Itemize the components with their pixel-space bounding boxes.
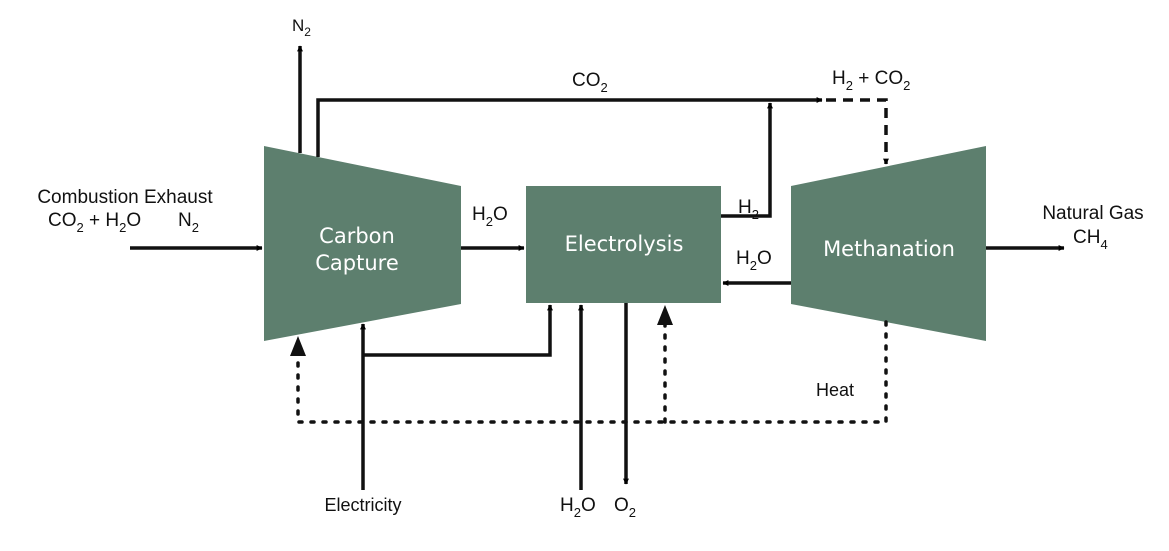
heat-to-electrolysis-arrowhead (657, 305, 673, 325)
heat-recovery-lines (290, 305, 888, 424)
h2-riser-arrow (721, 102, 773, 218)
h2o-mid-label: H2O (472, 204, 508, 229)
electricity-to-electrolysis-arrow (363, 304, 553, 357)
methanation-block (791, 146, 986, 341)
h2o-bottom-label: H2O (560, 495, 596, 520)
natural-gas-label: Natural Gas (1042, 203, 1143, 224)
methanation-label: Methanation (823, 237, 955, 261)
heat-label: Heat (816, 380, 854, 400)
electricity-label: Electricity (324, 495, 401, 515)
exhaust-n2-label: N2 (178, 210, 199, 235)
ch4-label: CH4 (1073, 227, 1108, 252)
h2-label: H2 (738, 197, 759, 222)
o2-bottom-label: O2 (614, 495, 636, 520)
electrolysis-label: Electrolysis (565, 232, 684, 256)
h2-co2-feed-line (826, 98, 889, 165)
carbon-capture-label-line1: Carbon (319, 224, 395, 248)
carbon-capture-block (264, 146, 461, 341)
flow-lines (130, 45, 1065, 490)
n2-label: N2 (292, 16, 311, 39)
h2o-return-label: H2O (736, 248, 772, 273)
co2-bypass-line (316, 97, 823, 157)
exhaust-co2-h2o-label: CO2 + H2O (48, 210, 141, 235)
electrolysis-block (526, 186, 721, 303)
co2-label: CO2 (572, 70, 608, 95)
carbon-capture-label-line2: Capture (315, 251, 399, 275)
heat-to-capture-arrowhead (290, 336, 306, 356)
exhaust-title: Combustion Exhaust (37, 187, 213, 208)
h2-co2-label: H2 + CO2 (832, 68, 910, 93)
heat-return-line (296, 320, 888, 424)
